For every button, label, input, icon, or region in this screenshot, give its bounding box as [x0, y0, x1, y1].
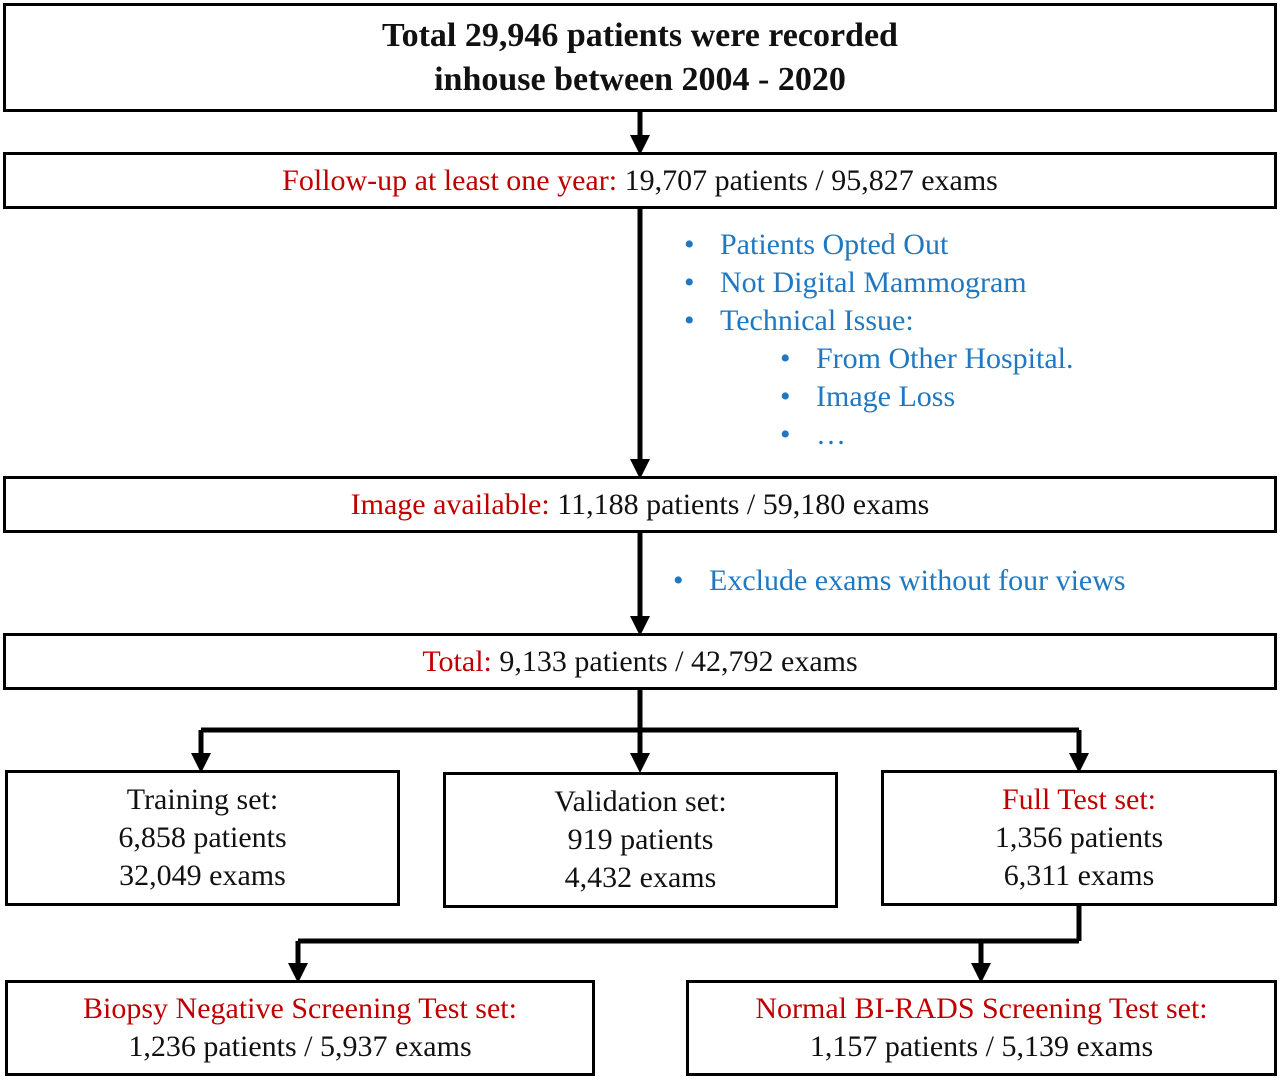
biopsy-negative-value: 1,236 patients / 5,937 exams	[128, 1030, 472, 1063]
total-label: Total:	[422, 644, 492, 678]
validation-set-patients: 919 patients	[567, 823, 714, 856]
exclusion-not-digital: Not Digital Mammogram	[684, 264, 1073, 302]
training-set-patients: 6,858 patients	[118, 821, 287, 854]
training-set-box: Training set: 6,858 patients 32,049 exam…	[5, 770, 400, 906]
exclusion-patients-opted-out: Patients Opted Out	[684, 226, 1073, 264]
normal-birads-title: Normal BI-RADS Screening Test set:	[755, 992, 1208, 1025]
full-test-set-box: Full Test set: 1,356 patients 6,311 exam…	[881, 770, 1277, 906]
exclusion-other-hospital: From Other Hospital.	[780, 340, 1073, 378]
training-set-title: Training set:	[126, 783, 279, 816]
total-line: Total: 9,133 patients / 42,792 exams	[422, 643, 857, 681]
validation-set-exams: 4,432 exams	[564, 861, 717, 894]
exclusion-image-loss: Image Loss	[780, 378, 1073, 416]
followup-label: Follow-up at least one year:	[282, 163, 618, 197]
image-available-value: 11,188 patients / 59,180 exams	[557, 487, 930, 521]
exclusion-four-views: Exclude exams without four views	[673, 562, 1126, 600]
biopsy-negative-box: Biopsy Negative Screening Test set: 1,23…	[5, 980, 595, 1076]
training-set-exams: 32,049 exams	[119, 859, 286, 892]
normal-birads-box: Normal BI-RADS Screening Test set: 1,157…	[686, 980, 1277, 1076]
exclusion-notes-1: Patients Opted Out Not Digital Mammogram…	[684, 226, 1073, 454]
followup-box: Follow-up at least one year: 19,707 pati…	[3, 152, 1277, 209]
exclusion-notes-2: Exclude exams without four views	[673, 562, 1126, 600]
full-test-set-exams: 6,311 exams	[1003, 859, 1155, 892]
full-test-set-title: Full Test set:	[1001, 783, 1157, 816]
followup-value: 19,707 patients / 95,827 exams	[624, 163, 998, 197]
exclusion-ellipsis: …	[780, 416, 1073, 454]
total-recorded-line1: Total 29,946 patients were recorded	[382, 16, 898, 54]
image-available-label: Image available:	[350, 487, 550, 521]
validation-set-box: Validation set: 919 patients 4,432 exams	[443, 772, 838, 908]
image-available-box: Image available: 11,188 patients / 59,18…	[3, 476, 1277, 533]
normal-birads-value: 1,157 patients / 5,139 exams	[809, 1030, 1154, 1063]
total-box: Total: 9,133 patients / 42,792 exams	[3, 633, 1277, 690]
image-available-line: Image available: 11,188 patients / 59,18…	[351, 486, 930, 524]
followup-line: Follow-up at least one year: 19,707 pati…	[282, 162, 998, 200]
biopsy-negative-title: Biopsy Negative Screening Test set:	[83, 992, 517, 1025]
total-recorded-line2: inhouse between 2004 - 2020	[434, 60, 846, 98]
validation-set-title: Validation set:	[554, 785, 727, 818]
exclusion-technical-issue: Technical Issue:	[684, 302, 1073, 340]
full-test-set-patients: 1,356 patients	[994, 821, 1164, 854]
total-value: 9,133 patients / 42,792 exams	[499, 644, 858, 678]
total-recorded-box: Total 29,946 patients were recorded inho…	[3, 3, 1277, 112]
